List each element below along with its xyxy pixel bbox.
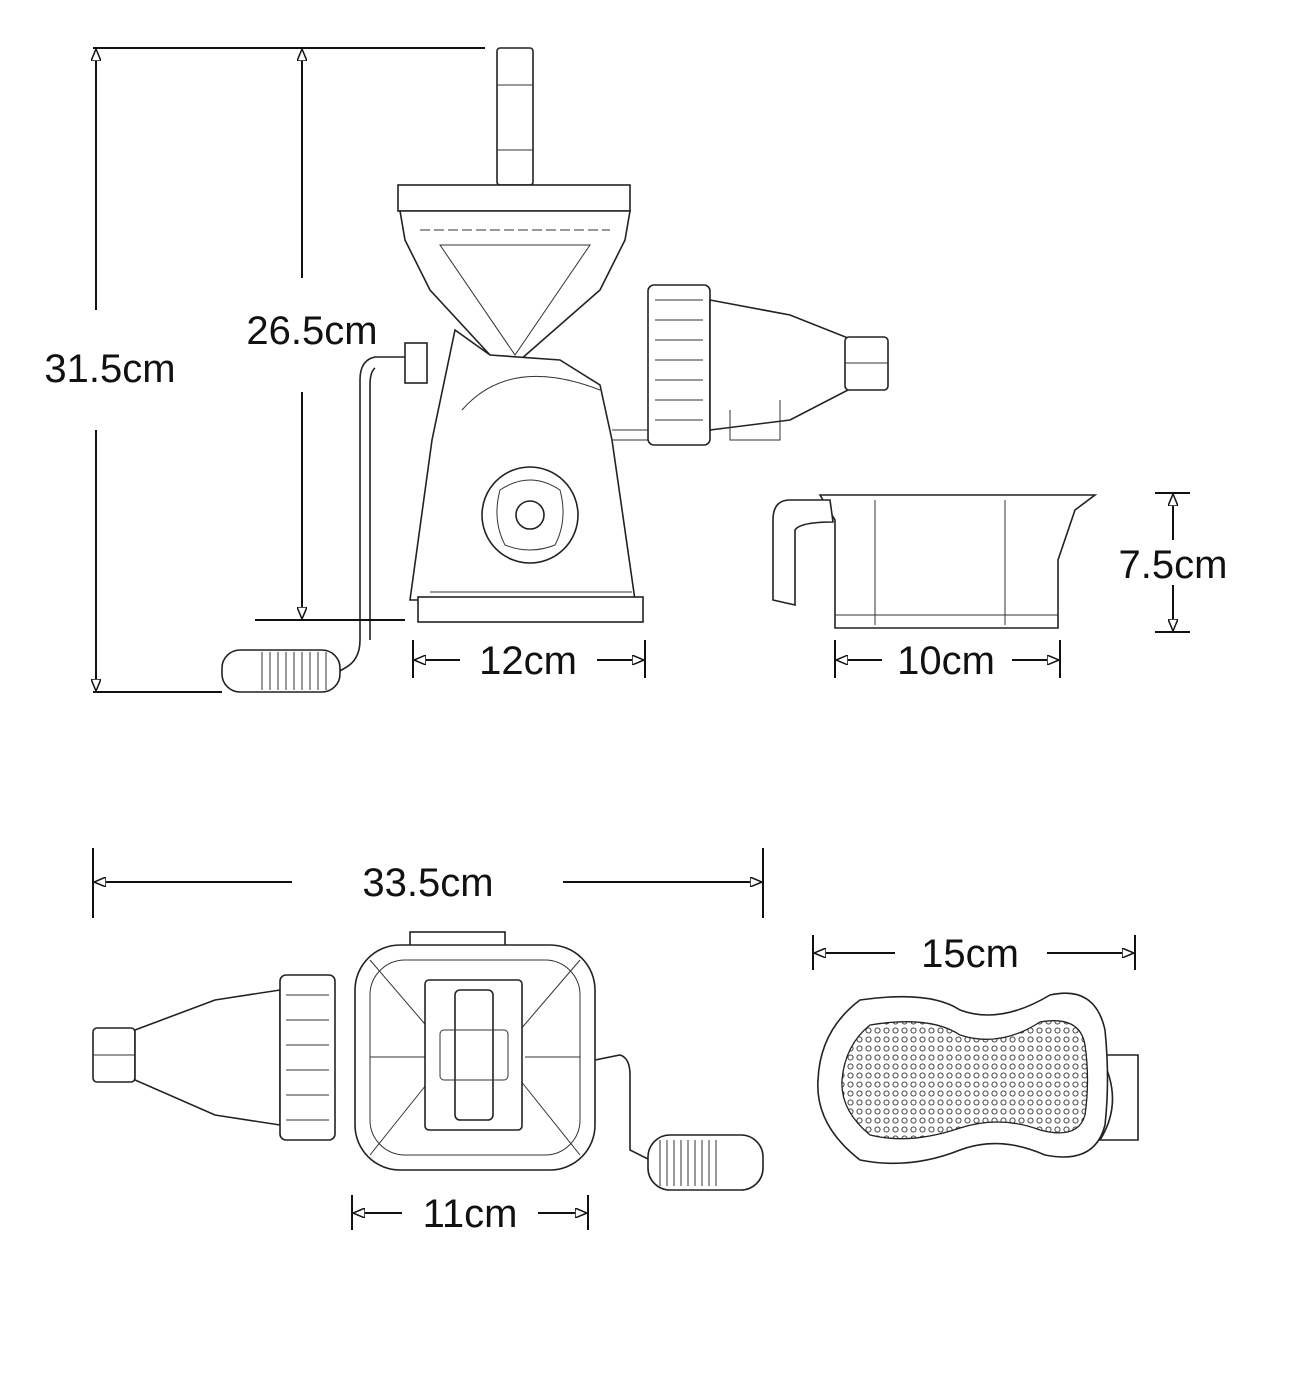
dimension-cup-width: 10cm — [834, 639, 1061, 683]
label-cup-width: 10cm — [897, 639, 995, 683]
label-body-width: 11cm — [423, 1192, 518, 1236]
juice-cup — [772, 494, 1098, 629]
dimension-total-height: 31.5cm — [44, 47, 485, 693]
main-body — [409, 328, 636, 601]
pusher-top — [454, 989, 494, 1121]
crank-handle-top — [647, 1134, 764, 1191]
end-cap-ring — [647, 284, 711, 446]
label-strainer-width: 15cm — [921, 932, 1019, 976]
food-pusher — [496, 47, 534, 186]
hopper-rim — [397, 184, 631, 212]
strainer — [817, 992, 1139, 1165]
end-cap-ring-top — [279, 974, 336, 1141]
dimension-body-height: 26.5cm — [246, 50, 405, 621]
outlet-cone-top — [134, 989, 281, 1126]
dimension-strainer-width: 15cm — [812, 932, 1136, 976]
label-base-width: 12cm — [479, 639, 577, 683]
dimension-base-width: 12cm — [412, 639, 646, 683]
juice-outlet-cone — [709, 299, 849, 431]
juicer-front-view — [221, 47, 889, 693]
juicer-top-view — [92, 931, 764, 1191]
label-total-length: 33.5cm — [362, 861, 493, 905]
crank-hub — [404, 342, 428, 384]
cup-handle — [772, 499, 834, 607]
dimension-total-length: 33.5cm — [92, 848, 764, 918]
label-cup-height: 7.5cm — [1119, 543, 1228, 587]
suction-base — [417, 596, 644, 623]
crank-handle — [221, 649, 341, 693]
dimension-body-width: 11cm — [351, 1192, 589, 1236]
hopper-funnel — [399, 210, 631, 361]
dimension-cup-height: 7.5cm — [1119, 492, 1228, 633]
label-body-height: 26.5cm — [246, 309, 377, 353]
crank-arm — [337, 356, 405, 673]
label-total-height: 31.5cm — [44, 347, 175, 391]
